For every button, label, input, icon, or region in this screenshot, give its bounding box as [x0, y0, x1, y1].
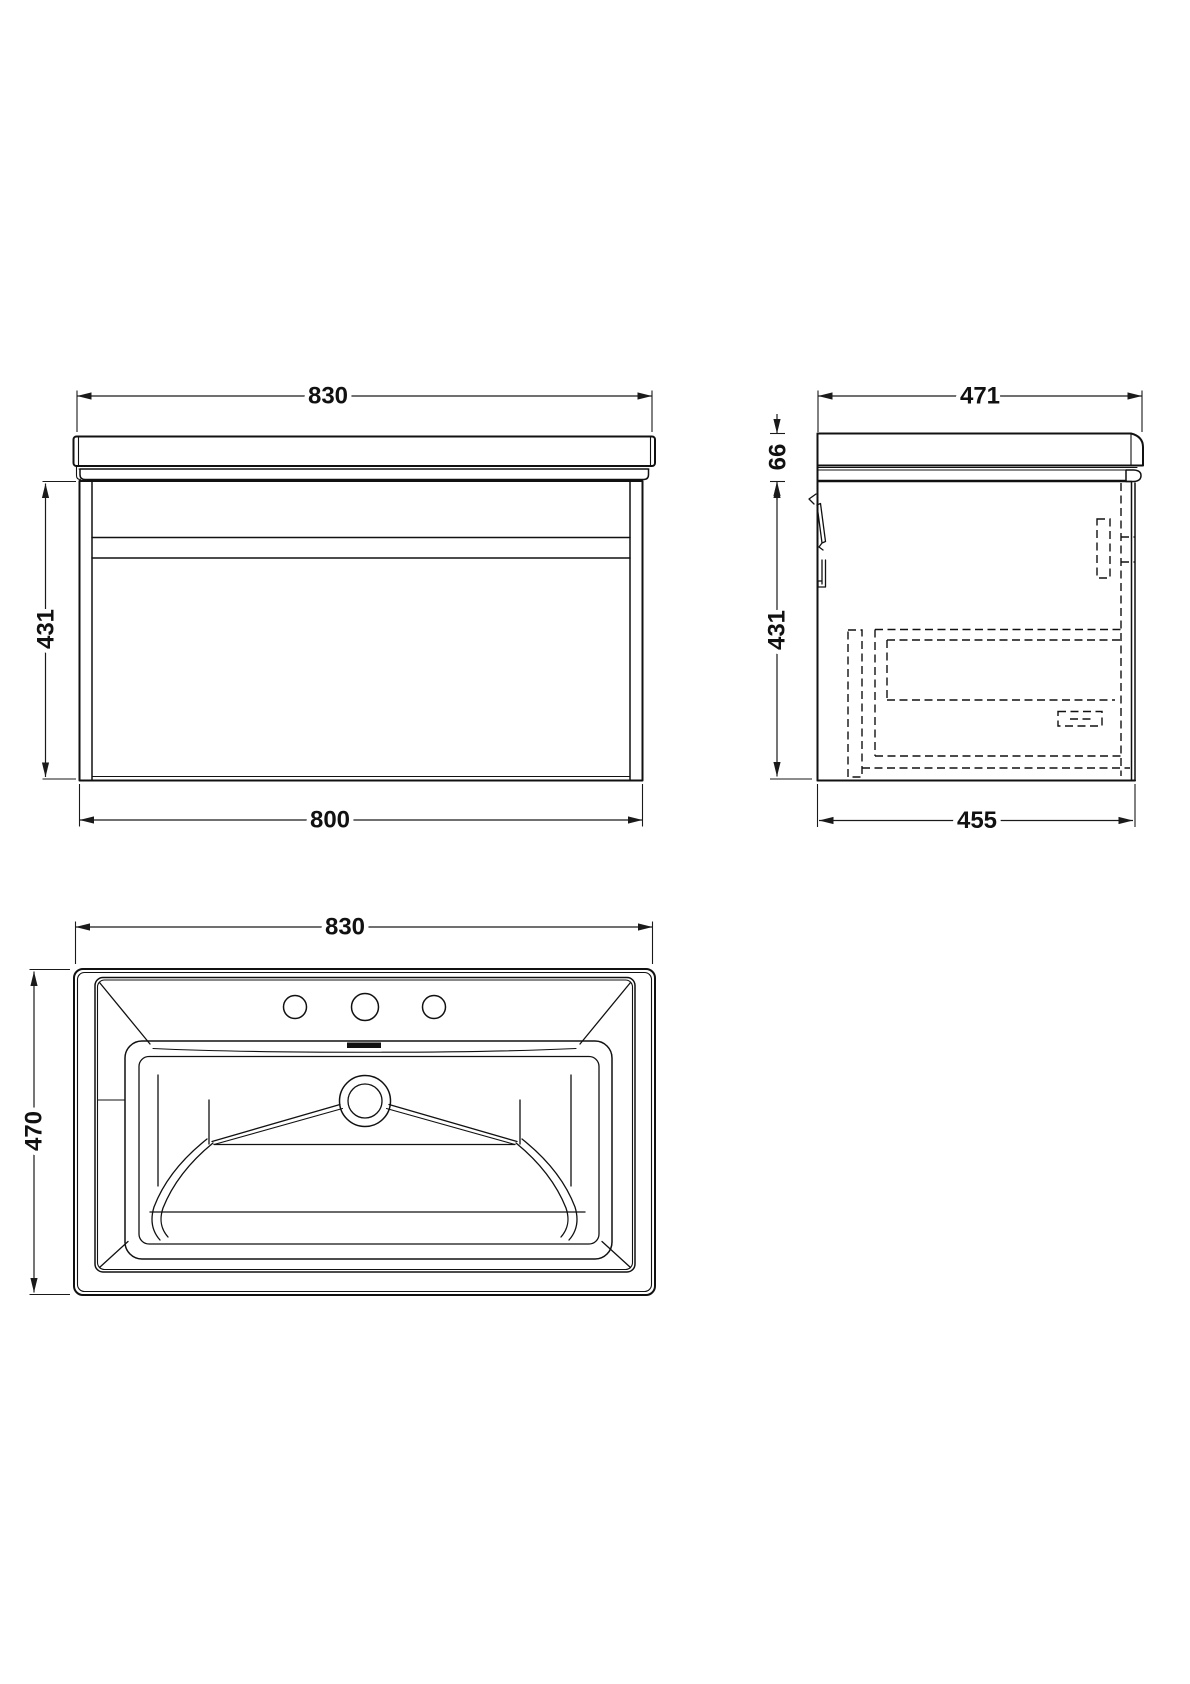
front-basin-top [72, 435, 656, 467]
side-hidden-details [847, 483, 1135, 778]
side-depth-bottom-dimension-label: 455 [957, 807, 997, 834]
side-cabinet-height-dimension-label: 431 [764, 610, 791, 650]
front-height-dimension-label: 431 [33, 609, 60, 649]
side-view: 471 66 431 455 [759, 378, 1144, 839]
side-basin-nose [1125, 469, 1142, 483]
plan-view: 830 470 [16, 909, 656, 1296]
bowl-interior [96, 1074, 586, 1241]
side-basin-top [816, 432, 1144, 467]
front-basin-lip [79, 468, 650, 481]
front-cabinet [78, 480, 644, 782]
bowl-ledge-outer [124, 1040, 613, 1260]
plan-width-dimension-label: 830 [325, 914, 365, 941]
basin-outer-edge [73, 968, 656, 1296]
side-depth-top-dimension-label: 471 [960, 383, 1000, 410]
basin-inner-rim [94, 976, 636, 1273]
tap-hole-left [282, 994, 308, 1020]
overflow-slot [347, 1042, 381, 1048]
tap-hole-right [421, 994, 447, 1020]
side-basin-height-dimension-label: 66 [765, 444, 792, 471]
plan-depth-dimension-label: 470 [21, 1111, 48, 1151]
front-width-top-dimension-label: 830 [308, 383, 348, 410]
wall-bracket [808, 493, 827, 588]
waste-hole-inner [347, 1083, 383, 1119]
tap-hole-center [350, 992, 380, 1022]
front-view: 830 431 800 [28, 378, 656, 838]
waste-hole-outer [338, 1074, 392, 1128]
bowl-ledge-inner [138, 1055, 600, 1245]
front-width-bottom-dimension-label: 800 [310, 807, 350, 834]
